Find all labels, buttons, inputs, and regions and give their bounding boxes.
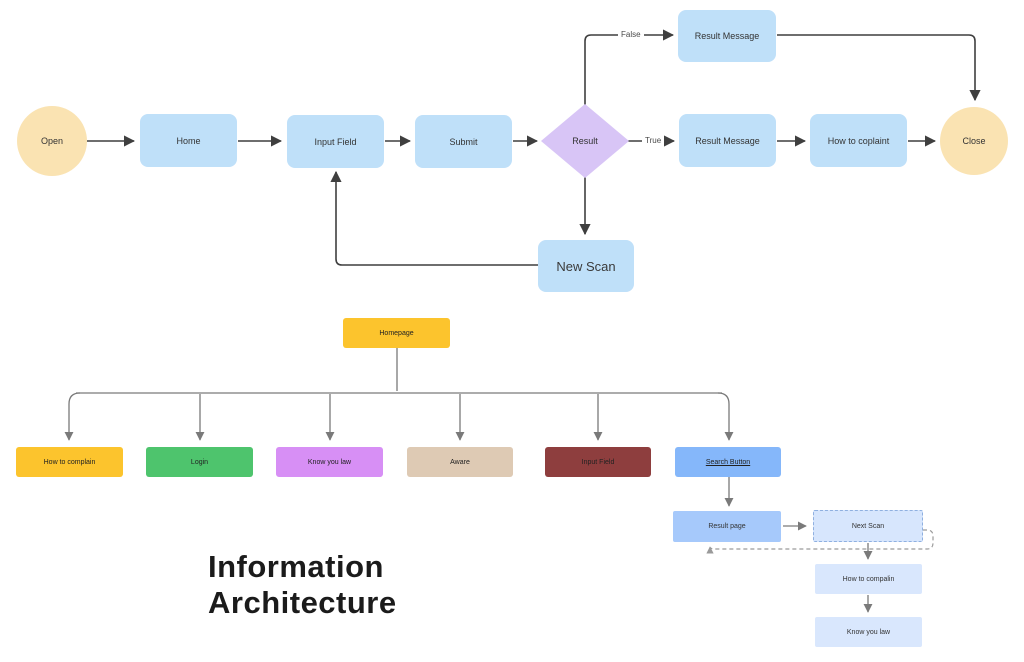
ia-node-know-you-law-sub-label: Know you law (846, 628, 891, 636)
node-home-label: Home (176, 135, 201, 146)
node-new-scan-label: New Scan (556, 258, 616, 274)
node-close-label: Close (962, 136, 986, 146)
node-input-field-label: Input Field (314, 136, 357, 147)
ia-node-input-field-label: Input Field (581, 458, 615, 466)
node-result-message-label: Result Message (695, 135, 760, 146)
ia-node-login-label: Login (190, 458, 209, 466)
ia-node-search-button[interactable]: Search Button (675, 447, 781, 477)
node-how-to-coplaint[interactable]: How to coplaint (810, 114, 907, 167)
diamond-shape (541, 104, 629, 178)
ia-node-next-scan-label: Next Scan (851, 522, 885, 530)
ia-node-input-field[interactable]: Input Field (545, 447, 651, 477)
node-submit[interactable]: Submit (415, 115, 512, 168)
tree-drop-6 (717, 392, 734, 441)
arrow-resultmessage-top-close (777, 34, 981, 102)
ia-node-how-to-compalin[interactable]: How to compalin (815, 564, 922, 594)
ia-node-know-you-law[interactable]: Know you law (276, 447, 383, 477)
ia-node-how-to-complain-label: How to complain (43, 458, 96, 466)
node-result-message-top-label: Result Message (694, 31, 760, 41)
node-result-message[interactable]: Result Message (679, 114, 776, 167)
node-result-message-top[interactable]: Result Message (678, 10, 776, 62)
ia-node-how-to-compalin-label: How to compalin (842, 575, 895, 583)
ia-node-know-you-law-sub[interactable]: Know you law (815, 617, 922, 647)
ia-node-result-page[interactable]: Result page (673, 511, 781, 542)
ia-node-login[interactable]: Login (146, 447, 253, 477)
ia-node-result-page-label: Result page (708, 523, 746, 530)
ia-node-search-button-label: Search Button (705, 458, 751, 466)
ia-node-homepage-label: Homepage (379, 329, 414, 337)
node-how-to-coplaint-label: How to coplaint (827, 135, 890, 146)
edge-label-false: False (618, 29, 644, 41)
diagram-title[interactable]: Information Architecture (208, 549, 397, 620)
node-close[interactable]: Close (940, 107, 1008, 175)
edge-label-true: True (642, 135, 665, 147)
node-open-label: Open (40, 136, 64, 146)
ia-node-aware-label: Aware (450, 458, 470, 466)
ia-node-aware[interactable]: Aware (407, 447, 513, 477)
tree-drop-1 (64, 392, 81, 441)
arrow-result-false-resultmessage-top (584, 29, 675, 105)
ia-node-next-scan[interactable]: Next Scan (813, 510, 923, 542)
node-open[interactable]: Open (17, 106, 87, 176)
node-submit-label: Submit (449, 136, 478, 147)
node-new-scan[interactable]: New Scan (538, 240, 634, 292)
arrow-newscan-inputfield-loop (330, 170, 538, 266)
ia-node-how-to-complain[interactable]: How to complain (16, 447, 123, 477)
node-result-label: Result (572, 136, 598, 146)
node-home[interactable]: Home (140, 114, 237, 167)
ia-node-know-you-law-label: Know you law (307, 458, 352, 466)
ia-node-homepage[interactable]: Homepage (343, 318, 450, 348)
node-result-decision[interactable]: Result (541, 104, 629, 178)
node-input-field[interactable]: Input Field (287, 115, 384, 168)
